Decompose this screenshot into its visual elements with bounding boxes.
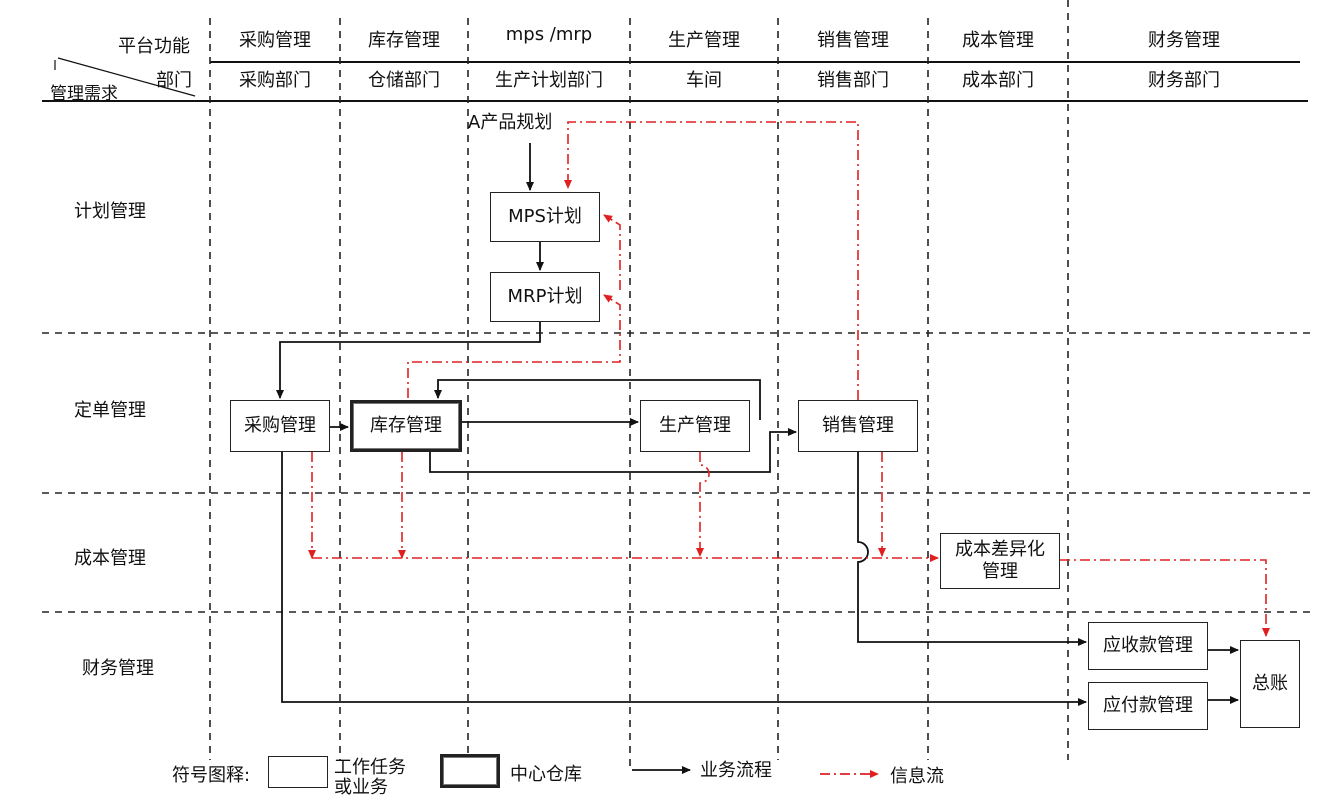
payable-box: 应付款管理 bbox=[1088, 682, 1208, 730]
info-flow-lines bbox=[308, 121, 1270, 637]
product-plan-label: A产品规划 bbox=[468, 112, 553, 133]
dept-label: 部门 bbox=[156, 70, 192, 91]
grid-lines bbox=[42, 0, 1310, 770]
mps-plan-box: MPS计划 bbox=[490, 192, 600, 242]
mrp-plan-label: MRP计划 bbox=[507, 286, 583, 307]
col-dept-warehouse: 仓储部门 bbox=[368, 70, 440, 91]
ledger-label: 总账 bbox=[1252, 673, 1288, 694]
payable-label: 应付款管理 bbox=[1103, 695, 1193, 716]
col-func-cost: 成本管理 bbox=[962, 30, 1034, 51]
inventory-label: 库存管理 bbox=[370, 415, 442, 436]
legend-warehouse-label: 中心仓库 bbox=[510, 764, 582, 785]
col-dept-purchase: 采购部门 bbox=[239, 70, 311, 91]
cost-diff-box: 成本差异化管理 bbox=[940, 533, 1060, 589]
mps-plan-label: MPS计划 bbox=[508, 206, 582, 227]
legend-task-swatch bbox=[268, 756, 328, 788]
receivable-label: 应收款管理 bbox=[1103, 635, 1193, 656]
row-label-plan: 计划管理 bbox=[74, 201, 146, 222]
sales-box: 销售管理 bbox=[798, 400, 918, 452]
col-dept-sales: 销售部门 bbox=[817, 70, 889, 91]
legend-business-flow-label: 业务流程 bbox=[700, 760, 772, 781]
business-flow-lines bbox=[276, 143, 1239, 706]
legend-warehouse-swatch bbox=[440, 754, 500, 788]
row-label-order: 定单管理 bbox=[74, 400, 146, 421]
inventory-box: 库存管理 bbox=[350, 400, 462, 452]
legend-lines bbox=[632, 766, 879, 778]
legend-task-label: 工作任务或业务 bbox=[334, 757, 406, 798]
col-func-purchase: 采购管理 bbox=[239, 30, 311, 51]
col-dept-finance: 财务部门 bbox=[1148, 70, 1220, 91]
col-dept-cost: 成本部门 bbox=[962, 70, 1034, 91]
ledger-box: 总账 bbox=[1240, 640, 1300, 728]
mrp-plan-box: MRP计划 bbox=[490, 272, 600, 322]
row-label-finance: 财务管理 bbox=[82, 658, 154, 679]
col-dept-workshop: 车间 bbox=[686, 70, 722, 91]
col-func-production: 生产管理 bbox=[668, 30, 740, 51]
needs-label: 管理需求 bbox=[50, 84, 118, 104]
legend-title: 符号图释: bbox=[172, 765, 251, 786]
col-func-finance: 财务管理 bbox=[1148, 30, 1220, 51]
sales-label: 销售管理 bbox=[822, 415, 894, 436]
receivable-box: 应收款管理 bbox=[1088, 622, 1208, 670]
row-label-cost: 成本管理 bbox=[74, 548, 146, 569]
production-box: 生产管理 bbox=[640, 400, 750, 452]
production-label: 生产管理 bbox=[659, 415, 731, 436]
purchase-box: 采购管理 bbox=[230, 400, 330, 452]
col-func-sales: 销售管理 bbox=[817, 30, 889, 51]
col-func-inventory: 库存管理 bbox=[368, 30, 440, 51]
platform-label: 平台功能 bbox=[118, 36, 190, 57]
cost-diff-label: 成本差异化管理 bbox=[955, 539, 1045, 582]
col-dept-planning: 生产计划部门 bbox=[495, 70, 603, 91]
col-func-mps-mrp: mps /mrp bbox=[505, 24, 593, 45]
header-lines bbox=[42, 57, 1308, 102]
purchase-label: 采购管理 bbox=[244, 415, 316, 436]
legend-info-flow-label: 信息流 bbox=[890, 766, 944, 787]
